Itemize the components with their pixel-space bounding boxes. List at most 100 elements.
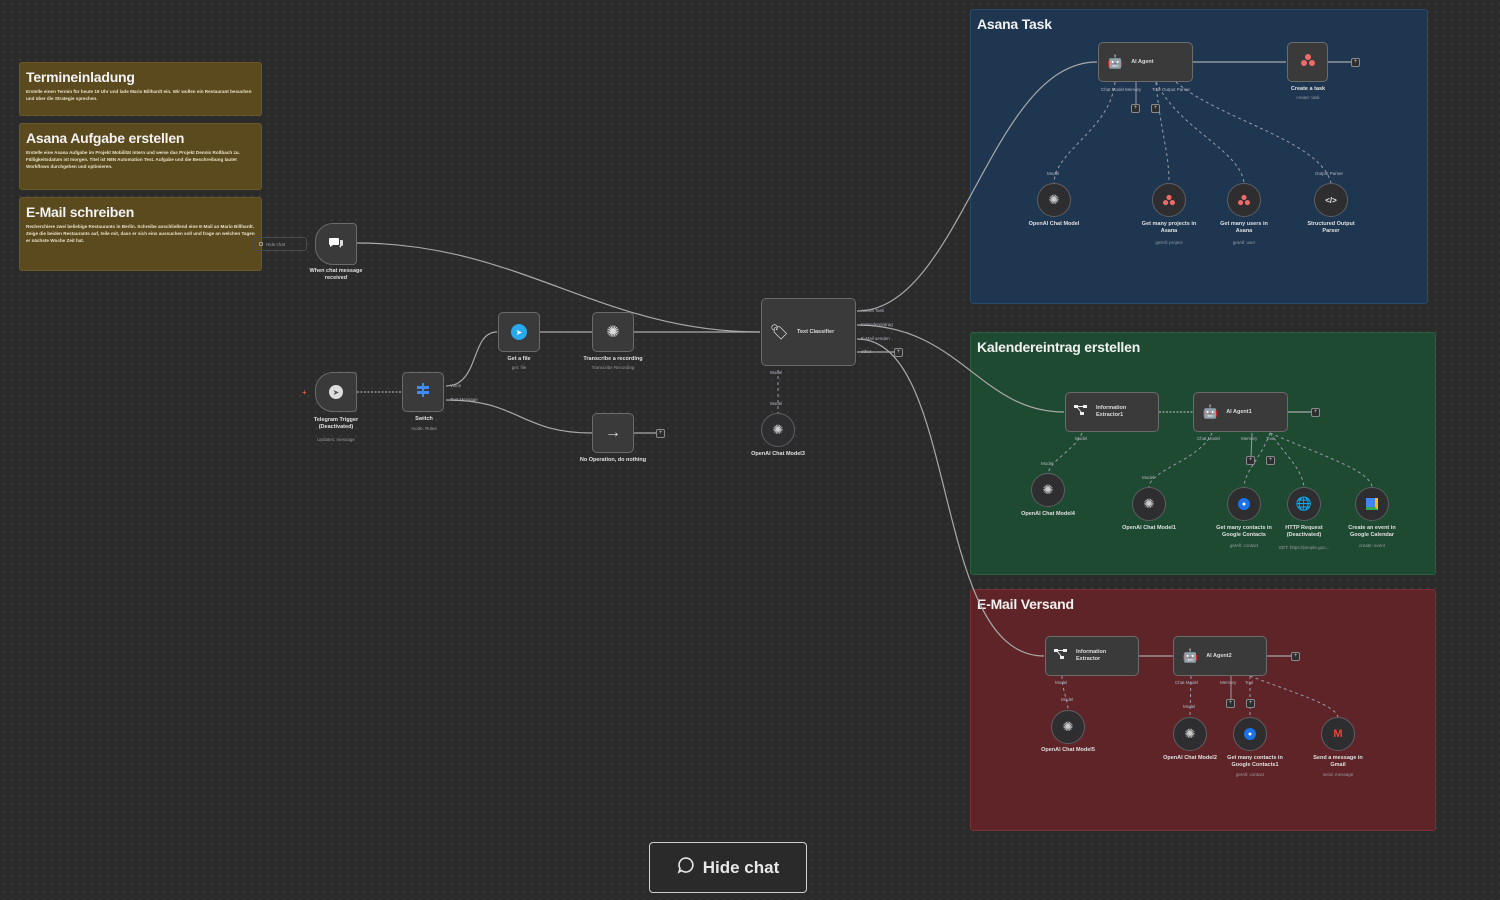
sticky-body: Erstelle eine Asana Aufgabe im Projekt M…	[26, 150, 240, 169]
node-label: Transcribe a recording	[583, 356, 643, 362]
sticky-termineinladung[interactable]: Termineinladung Erstelle einen Termin fü…	[19, 62, 262, 116]
google-calendar-icon	[1366, 498, 1378, 510]
node-label: Get many projects in Asana	[1141, 221, 1197, 234]
globe-icon: 🌐	[1295, 496, 1313, 511]
node-subtitle: create: task	[1296, 95, 1320, 100]
openai-icon: ✺	[772, 422, 784, 437]
node-chat-trigger[interactable]	[315, 223, 357, 265]
node-gmail[interactable]: M	[1321, 717, 1355, 751]
node-google-calendar[interactable]	[1355, 487, 1389, 521]
port-label: Model	[770, 401, 783, 406]
switch-icon	[415, 382, 431, 403]
output-label: Kalendereintrag	[861, 322, 893, 327]
node-label: OpenAI Chat Model2	[1163, 755, 1217, 761]
add-memory-button[interactable]: +	[1226, 699, 1235, 708]
add-tool-button[interactable]: +	[1246, 699, 1255, 708]
add-tool-button[interactable]: +	[1266, 456, 1275, 465]
node-label: Create a task	[1290, 86, 1326, 92]
port-label: Chat Model	[1197, 436, 1221, 441]
add-node-button[interactable]: +	[1351, 58, 1360, 67]
add-node-button[interactable]: +	[1291, 652, 1300, 661]
node-information-extractor[interactable]: Information Extractor	[1045, 636, 1139, 676]
node-label: Send a message in Gmail	[1313, 755, 1363, 768]
model-port-label: Model	[770, 370, 783, 375]
port-label: Output Parser	[1162, 87, 1191, 92]
node-ai-agent1[interactable]: 🤖 AI Agent1	[1193, 392, 1288, 432]
sticky-asana-aufgabe[interactable]: Asana Aufgabe erstellen Erstelle eine As…	[19, 123, 262, 190]
node-openai-chat-model[interactable]: ✺	[1037, 183, 1071, 217]
node-openai-chat-model[interactable]: ✺	[1173, 717, 1207, 751]
node-label: Get many contacts in Google Contacts1	[1227, 755, 1283, 768]
code-icon: </>	[1325, 195, 1337, 205]
node-openai-chat-model[interactable]: ✺	[761, 413, 795, 447]
port-label: Model	[1061, 697, 1074, 702]
node-label: Create an event in Google Calendar	[1348, 525, 1396, 538]
openai-icon: ✺	[1143, 496, 1155, 511]
add-memory-button[interactable]: +	[1246, 456, 1255, 465]
output-label: Asana Task	[861, 308, 885, 313]
sticky-title: E-Mail schreiben	[26, 204, 135, 220]
node-label: Information Extractor	[1076, 649, 1107, 662]
node-openai-chat-model[interactable]: ✺	[1051, 710, 1085, 744]
output-label: other	[861, 349, 872, 354]
node-label: OpenAI Chat Model	[1028, 221, 1080, 227]
node-switch[interactable]	[402, 372, 444, 412]
node-label: Get a file	[507, 356, 531, 362]
node-label: Switch	[415, 416, 433, 422]
node-openai-chat-model[interactable]: ✺	[1031, 473, 1065, 507]
node-label: Structured Output Parser	[1307, 221, 1355, 234]
tree-icon	[1054, 647, 1068, 665]
node-subtitle: getAll: contact	[1229, 543, 1259, 548]
node-ai-agent2[interactable]: 🤖 AI Agent2	[1173, 636, 1267, 676]
add-memory-button[interactable]: +	[1131, 104, 1140, 113]
openai-icon: ✺	[606, 324, 620, 341]
node-get-file[interactable]: ➤	[498, 312, 540, 352]
node-google-contacts1[interactable]: ●	[1233, 717, 1267, 751]
pinned-hide-chat-chip[interactable]: Hide chat	[254, 237, 307, 251]
node-label: OpenAI Chat Model4	[1021, 511, 1075, 517]
node-asana-projects[interactable]	[1152, 183, 1186, 217]
node-subtitle: getAll: project	[1155, 240, 1183, 245]
google-contacts-icon: ●	[1244, 728, 1256, 740]
node-text-classifier[interactable]: 🏷 Text Classifier	[761, 298, 856, 366]
hide-chat-button[interactable]: Hide chat	[649, 842, 807, 893]
node-no-operation[interactable]: →	[592, 413, 634, 453]
asana-icon	[1163, 194, 1175, 206]
node-label: Telegram Trigger (Deactivated)	[313, 417, 359, 430]
node-http-request[interactable]: 🌐	[1287, 487, 1321, 521]
group-asana-task[interactable]: Asana Task	[970, 9, 1428, 304]
node-subtitle: GET: https://people.goo...	[1278, 545, 1330, 550]
node-information-extractor1[interactable]: Information Extractor1	[1065, 392, 1159, 432]
node-create-task[interactable]	[1287, 42, 1328, 82]
node-structured-output-parser[interactable]: </>	[1314, 183, 1348, 217]
add-node-button[interactable]: +	[1311, 408, 1320, 417]
sticky-email-schreiben[interactable]: E-Mail schreiben Recherchiere zwei belie…	[19, 197, 262, 271]
node-label: When chat message received	[309, 268, 363, 281]
port-label: Model	[1055, 680, 1068, 685]
node-openai-chat-model[interactable]: ✺	[1132, 487, 1166, 521]
port-label: Memory	[1220, 680, 1237, 685]
node-label: Information Extractor1	[1096, 405, 1127, 418]
add-tool-button[interactable]: +	[1151, 104, 1160, 113]
port-label: Memory	[1241, 436, 1258, 441]
node-subtitle: getAll: contact	[1235, 772, 1265, 777]
node-google-contacts[interactable]: ●	[1227, 487, 1261, 521]
group-title: Kalendereintrag erstellen	[977, 339, 1141, 355]
robot-icon: 🤖	[1182, 648, 1199, 663]
add-node-button[interactable]: +	[894, 348, 903, 357]
node-label: Get many contacts in Google Contacts	[1216, 525, 1272, 538]
port-label: Output Parser	[1315, 171, 1344, 176]
node-label: AI Agent1	[1226, 408, 1252, 415]
openai-icon: ✺	[1048, 192, 1060, 207]
add-node-button[interactable]: +	[656, 429, 665, 438]
node-asana-users[interactable]	[1227, 183, 1261, 217]
trigger-marker-icon: +	[302, 388, 307, 397]
group-email-versand[interactable]: E-Mail Versand	[970, 589, 1436, 831]
node-transcribe[interactable]: ✺	[592, 312, 634, 352]
node-telegram-trigger[interactable]: ➤	[315, 372, 357, 412]
asana-icon	[1238, 194, 1250, 206]
node-ai-agent[interactable]: 🤖 AI Agent	[1098, 42, 1193, 82]
chat-bubble-icon	[677, 856, 695, 879]
telegram-icon: ➤	[511, 324, 527, 340]
